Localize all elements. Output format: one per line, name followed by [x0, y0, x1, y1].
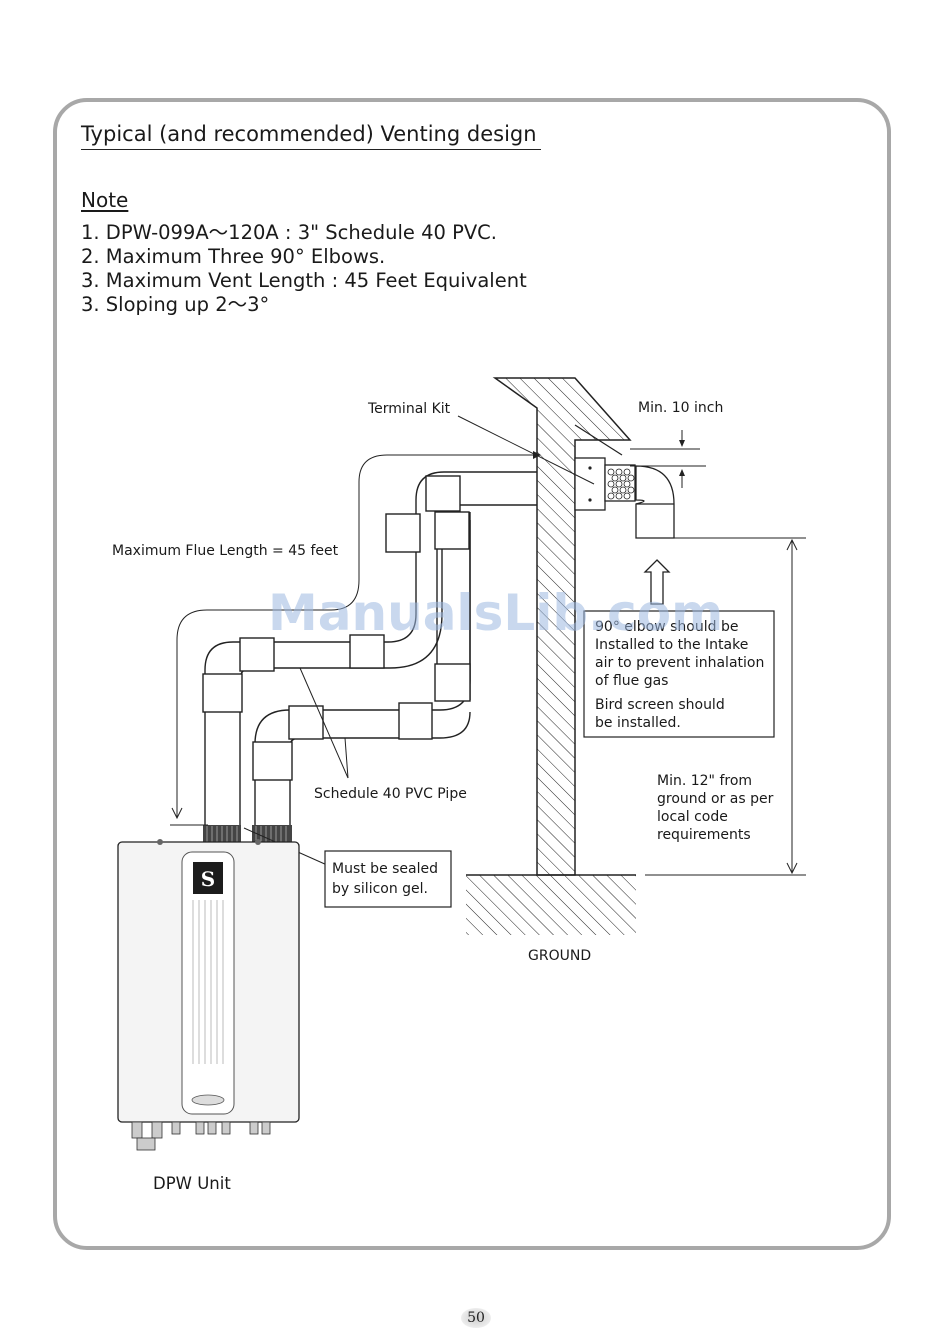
min-12-note-line: ground or as per	[657, 791, 774, 807]
intake-note-line: air to prevent inhalation	[595, 655, 764, 671]
wall	[492, 377, 632, 876]
bird-note-line: Bird screen should	[595, 697, 725, 713]
note-item: 2. Maximum Three 90° Elbows.	[81, 245, 386, 268]
terminal-kit	[574, 457, 675, 539]
intake-note-line: Installed to the Intake	[595, 637, 748, 653]
max-flue-length-label: Maximum Flue Length = 45 feet	[112, 543, 339, 559]
min-10-inch-label: Min. 10 inch	[638, 400, 723, 416]
page-frame	[53, 98, 891, 1250]
note-item: 3. Sloping up 2～3°	[81, 293, 270, 316]
ground	[466, 874, 636, 935]
note-list: 1. DPW-099A～120A : 3" Schedule 40 PVC. 2…	[81, 221, 527, 317]
note-heading: Note	[81, 188, 129, 212]
ground-label: GROUND	[528, 948, 591, 964]
min-12-note-line: Min. 12" from	[657, 773, 752, 789]
min-12-note-line: local code	[657, 809, 728, 825]
sealed-note-line: by silicon gel.	[332, 881, 428, 897]
page-number: 50	[461, 1308, 491, 1328]
pvc-pipe-label: Schedule 40 PVC Pipe	[314, 786, 467, 802]
note-item: 3. Maximum Vent Length : 45 Feet Equival…	[81, 269, 527, 292]
min-12-note-line: requirements	[657, 827, 751, 843]
note-item: 1. DPW-099A～120A : 3" Schedule 40 PVC.	[81, 221, 497, 244]
unit-collars	[203, 825, 292, 843]
intake-note-line: 90° elbow should be	[595, 619, 738, 635]
bird-note-line: be installed.	[595, 715, 681, 731]
watermark: ManualsLib.com	[268, 584, 723, 642]
sealed-note-line: Must be sealed	[332, 861, 438, 877]
svg-text:S: S	[201, 867, 215, 891]
page-title: Typical (and recommended) Venting design	[81, 122, 541, 150]
unit-label: DPW Unit	[153, 1174, 231, 1193]
terminal-kit-label: Terminal Kit	[367, 401, 451, 417]
intake-note-line: of flue gas	[595, 673, 668, 689]
pipe-couplings	[202, 475, 471, 781]
dpw-unit: S	[117, 839, 300, 1151]
